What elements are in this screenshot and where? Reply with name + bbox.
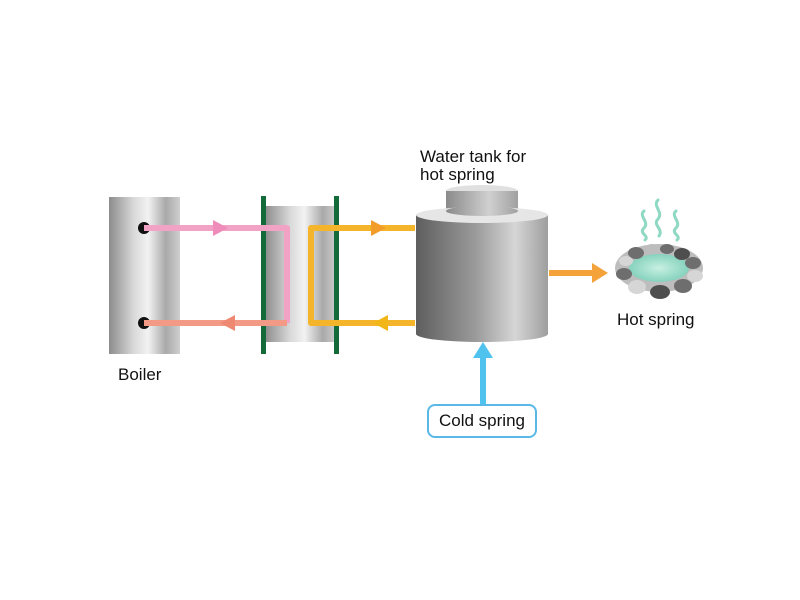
water-tank-label-line1: Water tank for — [420, 147, 527, 166]
hot-outflow-arrow — [592, 263, 608, 283]
boiler-unit — [109, 197, 180, 354]
boiler-label: Boiler — [118, 365, 162, 384]
boiler-return-arrow — [220, 315, 235, 331]
tank-cap — [446, 191, 518, 211]
tank-supply-arrow — [371, 220, 386, 236]
tank-supply-pipe — [308, 225, 415, 326]
water-tank-label: Water tank for hot spring — [420, 148, 526, 184]
cold-inflow-arrow — [473, 342, 493, 358]
tank-return-arrow — [373, 315, 388, 331]
heat-exchanger-plate-right — [334, 196, 339, 354]
steam-icon — [640, 198, 680, 242]
cold-spring-label: Cold spring — [427, 404, 537, 438]
hot-spring-label: Hot spring — [617, 310, 695, 329]
hot-spring-pool — [615, 244, 703, 299]
heat-exchanger-plate-left — [261, 196, 266, 354]
water-tank — [416, 215, 548, 342]
tank-cap-bottom — [446, 206, 518, 216]
boiler-supply-pipe — [144, 225, 290, 323]
boiler-supply-arrow — [213, 220, 228, 236]
water-tank-label-line2: hot spring — [420, 165, 495, 184]
